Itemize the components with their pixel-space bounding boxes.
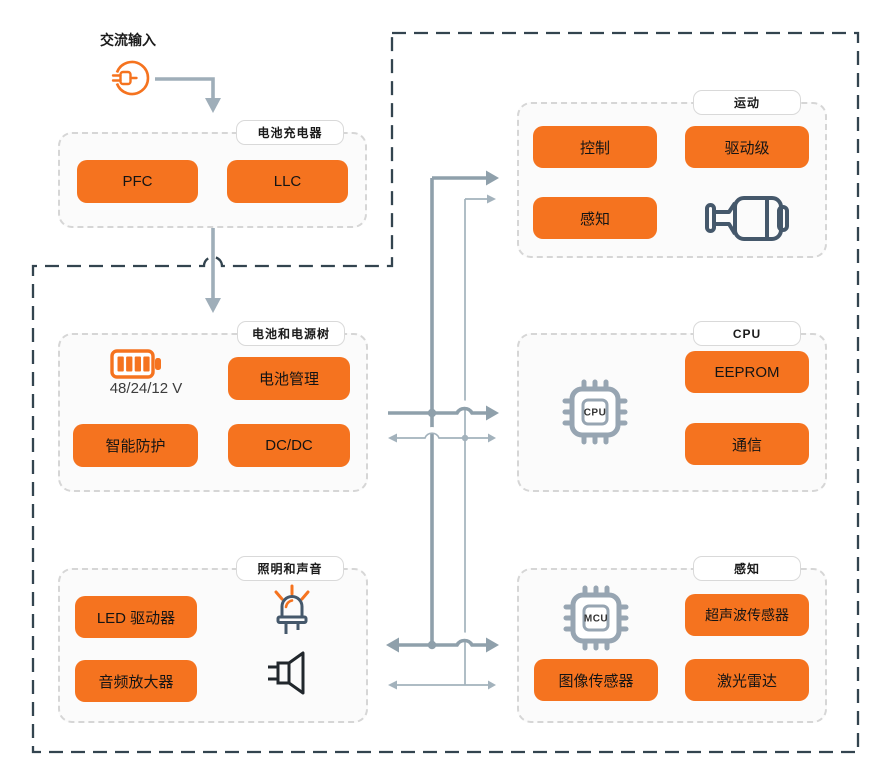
block-smart-protection: 智能防护 — [73, 424, 198, 467]
motor-icon — [705, 196, 789, 241]
ac-input-arrow — [155, 77, 221, 113]
power-to-cpu-arrow — [388, 405, 499, 421]
speaker-icon — [268, 651, 305, 695]
block-drive-stage: 驱动级 — [685, 126, 809, 168]
system-boundary — [31, 31, 860, 754]
junction-dot — [461, 434, 469, 442]
arrow-to-motion-thick — [432, 170, 499, 186]
block-dcdc: DC/DC — [228, 424, 350, 467]
cpu-chip-icon: CPU — [562, 379, 628, 445]
lighting-sensing-bidirectional-thick — [386, 637, 499, 653]
block-ultrasonic-sensor: 超声波传感器 — [685, 594, 809, 636]
led-icon — [274, 584, 310, 634]
block-audio-amplifier: 音频放大器 — [75, 660, 197, 702]
plug-icon — [111, 60, 150, 96]
mcu-chip-icon: MCU — [563, 585, 629, 651]
hop-halo — [452, 632, 477, 646]
block-control: 控制 — [533, 126, 657, 168]
block-motion-sensing: 感知 — [533, 197, 657, 239]
arrow-to-motion-thin — [465, 194, 496, 204]
motion-group-label: 运动 — [693, 90, 801, 115]
block-led-driver: LED 驱动器 — [75, 596, 197, 638]
charger-to-power-arrow — [205, 228, 221, 313]
cpu-chip-label: CPU — [584, 408, 607, 419]
charger-group-label: 电池充电器 — [236, 120, 344, 145]
battery-icon — [110, 349, 161, 379]
cpu-bidirectional-thin — [388, 432, 496, 443]
block-battery-management: 电池管理 — [228, 357, 350, 400]
junction-dot — [427, 640, 437, 650]
cpu-group-label: CPU — [693, 321, 801, 346]
block-image-sensor: 图像传感器 — [534, 659, 658, 701]
lighting-sound-group-label: 照明和声音 — [236, 556, 344, 581]
mcu-chip-label: MCU — [584, 614, 608, 625]
block-pfc: PFC — [77, 160, 198, 203]
hop-halo — [452, 400, 477, 414]
hop-halo — [421, 427, 443, 439]
block-lidar: 激光雷达 — [685, 659, 809, 701]
junction-dot — [427, 408, 437, 418]
ac-input-label: 交流输入 — [100, 32, 156, 48]
power-tree-group-label: 电池和电源树 — [237, 321, 345, 346]
block-llc: LLC — [227, 160, 348, 203]
bottom-bidirectional-thin — [388, 680, 496, 690]
block-eeprom: EEPROM — [685, 351, 809, 393]
battery-voltage-caption: 48/24/12 V — [109, 380, 183, 397]
sensing-group-label: 感知 — [693, 556, 801, 581]
block-communication: 通信 — [685, 423, 809, 465]
